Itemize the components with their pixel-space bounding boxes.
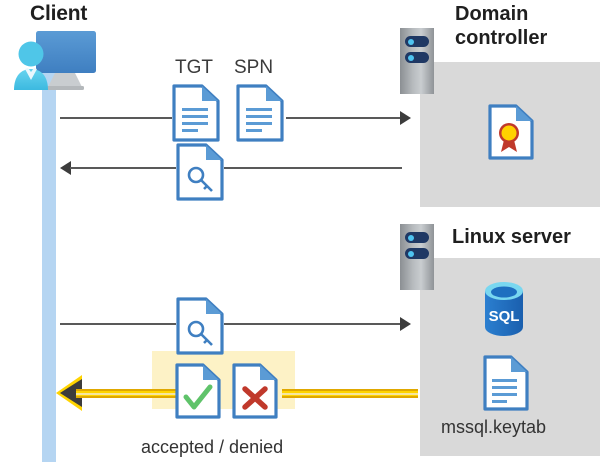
message-line-4a — [76, 389, 176, 398]
page-title-domain-controller: Domain controller — [455, 3, 548, 49]
arrowhead-left-4 — [60, 379, 82, 407]
svg-text:SQL: SQL — [489, 308, 520, 325]
arrowhead-left-2 — [60, 161, 71, 175]
denied-document-icon — [232, 363, 278, 419]
accepted-document-icon — [175, 363, 221, 419]
key-document-icon — [176, 297, 224, 355]
rack-slot — [405, 232, 429, 243]
message-line-1b — [286, 117, 400, 119]
message-line-4b — [282, 389, 418, 398]
user-monitor-icon — [8, 26, 100, 92]
arrowhead-right-1 — [400, 111, 411, 125]
document-icon — [172, 84, 220, 142]
client-lifeline — [42, 72, 56, 462]
server-rack-icon — [400, 28, 434, 94]
document-icon — [236, 84, 284, 142]
accepted-denied-label: accepted / denied — [141, 437, 284, 457]
keytab-document-icon — [483, 355, 529, 411]
message-line-3b — [224, 323, 400, 325]
sql-database-icon: SQL — [479, 281, 529, 339]
server-rack-icon — [400, 224, 434, 290]
spn-label: SPN — [234, 57, 274, 78]
page-title-linux-server: Linux server — [452, 226, 571, 248]
page-title-client: Client — [30, 2, 88, 25]
rack-slot — [405, 36, 429, 47]
key-document-icon — [176, 143, 224, 201]
message-line-2b — [224, 167, 402, 169]
arrowhead-right-3 — [400, 317, 411, 331]
message-line-1a — [60, 117, 172, 119]
certificate-document-icon — [488, 104, 534, 160]
rack-slot — [405, 52, 429, 63]
rack-slot — [405, 248, 429, 259]
message-line-3a — [60, 323, 176, 325]
keytab-filename-label: mssql.keytab — [441, 417, 547, 437]
tgt-label: TGT — [175, 57, 213, 78]
message-line-2a — [70, 167, 176, 169]
